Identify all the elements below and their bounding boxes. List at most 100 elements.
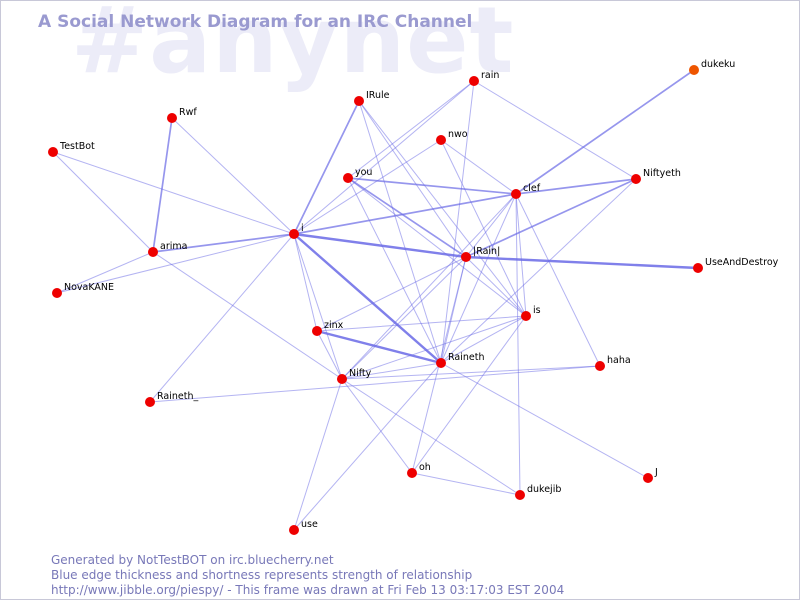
- node-nwo: nwo: [436, 129, 468, 145]
- edge-TestBot-i: [52, 151, 295, 235]
- edge-i-clef: [293, 193, 517, 235]
- node-IRule: IRule: [354, 90, 390, 106]
- node-label-rain: rain: [481, 70, 499, 81]
- node-dot-J: [643, 473, 653, 483]
- edge-Raineth-J: [440, 362, 649, 479]
- edge-clef-Rain: [465, 193, 517, 258]
- node-dot-oh: [407, 468, 417, 478]
- edge-Rain-UseAndDestroy: [464, 255, 700, 270]
- edge-Nifty-is: [341, 315, 527, 380]
- edge-zinx-Raineth: [315, 329, 443, 365]
- node-label-haha: haha: [607, 355, 631, 366]
- page-title: A Social Network Diagram for an IRC Chan…: [38, 12, 473, 32]
- edge-Nifty-haha: [341, 365, 601, 380]
- node-dot-rain: [469, 76, 479, 86]
- node-label-is: is: [533, 305, 541, 316]
- node-dot-IRule: [354, 96, 364, 106]
- edge-clef-Niftyeth: [515, 178, 637, 195]
- node-dukeku: dukeku: [689, 59, 735, 75]
- edge-Rain-is: [465, 256, 527, 317]
- edge-rain-you: [347, 80, 475, 179]
- footer: Generated by NotTestBOT on irc.bluecherr…: [51, 553, 564, 598]
- node-dot-Rain: [461, 252, 471, 262]
- node-label-UseAndDestroy: UseAndDestroy: [705, 257, 779, 268]
- channel-watermark: #anynet: [71, 0, 515, 94]
- node-label-zinx: zinx: [324, 320, 344, 331]
- node-label-you: you: [355, 167, 372, 178]
- node-label-J: J: [654, 467, 658, 478]
- edge-clef-haha: [515, 193, 601, 367]
- edge-Nifty-dukejib: [341, 378, 521, 496]
- edge-rain-Niftyeth: [473, 80, 637, 180]
- edge-Rwf-i: [171, 117, 295, 235]
- node-dot-i: [289, 229, 299, 239]
- node-label-Raineth: Raineth: [448, 352, 484, 363]
- footer-source-timestamp: http://www.jibble.org/piespy/ - This fra…: [51, 583, 565, 597]
- node-dot-clef: [511, 189, 521, 199]
- node-arima: arima: [148, 241, 187, 257]
- edge-you-is: [347, 177, 527, 317]
- node-clef: clef: [511, 183, 541, 199]
- node-label-use: use: [301, 519, 318, 530]
- node-label-Niftyeth: Niftyeth: [643, 168, 681, 179]
- edge-i-Nifty: [293, 233, 343, 380]
- node-dot-is: [521, 311, 531, 321]
- edge-oh-dukejib: [411, 472, 521, 496]
- node-label-arima: arima: [160, 241, 187, 252]
- node-label-nwo: nwo: [448, 129, 468, 140]
- edge-IRule-Raineth: [358, 100, 442, 364]
- edge-Rain-Nifty: [341, 256, 467, 380]
- node-label-dukejib: dukejib: [527, 484, 561, 495]
- edge-you-Raineth: [347, 177, 442, 364]
- edge-clef-is: [515, 193, 527, 317]
- node-dot-you: [343, 173, 353, 183]
- node-haha: haha: [595, 355, 631, 371]
- node-dot-use: [289, 525, 299, 535]
- node-i: i: [289, 223, 304, 239]
- node-dot-Niftyeth: [631, 174, 641, 184]
- edge-dukeku-clef: [515, 69, 695, 195]
- node-dot-TestBot: [48, 147, 58, 157]
- edge-Nifty-Raineth: [341, 362, 442, 380]
- node-label-TestBot: TestBot: [59, 141, 95, 152]
- edge-layer: [52, 69, 700, 531]
- node-Rwf: Rwf: [167, 107, 197, 123]
- edge-i-Rain: [292, 232, 468, 259]
- edge-clef-dukejib: [515, 193, 521, 496]
- node-dot-NovaKANE: [52, 288, 62, 298]
- edge-Rain-Raineth: [440, 256, 467, 364]
- node-label-Nifty: Nifty: [349, 368, 372, 379]
- edge-i-rain: [293, 80, 475, 235]
- node-NovaKANE: NovaKANE: [52, 282, 114, 298]
- edge-zinx-is: [316, 315, 527, 332]
- edge-i-zinx: [293, 233, 318, 332]
- node-label-dukeku: dukeku: [701, 59, 735, 70]
- node-label-IRule: IRule: [366, 90, 390, 101]
- node-dot-Rwf: [167, 113, 177, 123]
- node-label-clef: clef: [523, 183, 541, 194]
- node-dot-dukejib: [515, 490, 525, 500]
- edge-Raineth-use: [293, 362, 442, 531]
- node-oh: oh: [407, 462, 431, 478]
- node-label-NovaKANE: NovaKANE: [64, 282, 114, 293]
- edge-Raineth_-i: [149, 233, 295, 403]
- edge-arima-Nifty: [152, 251, 343, 380]
- node-label-i: i: [301, 223, 304, 234]
- node-Nifty: Nifty: [337, 368, 372, 384]
- node-dot-zinx: [312, 326, 322, 336]
- node-label-oh: oh: [419, 462, 431, 473]
- node-Raineth_: Raineth_: [145, 391, 198, 407]
- node-dot-arima: [148, 247, 158, 257]
- edge-i-Raineth: [292, 232, 443, 365]
- edge-rain-Raineth: [440, 80, 475, 364]
- node-dot-dukeku: [689, 65, 699, 75]
- edge-NovaKANE-i: [56, 233, 295, 294]
- edge-nwo-clef: [440, 139, 517, 195]
- node-dot-Raineth_: [145, 397, 155, 407]
- node-use: use: [289, 519, 318, 535]
- edge-clef-Raineth: [440, 193, 517, 364]
- footer-legend-note: Blue edge thickness and shortness repres…: [51, 568, 473, 582]
- node-dukejib: dukejib: [515, 484, 561, 500]
